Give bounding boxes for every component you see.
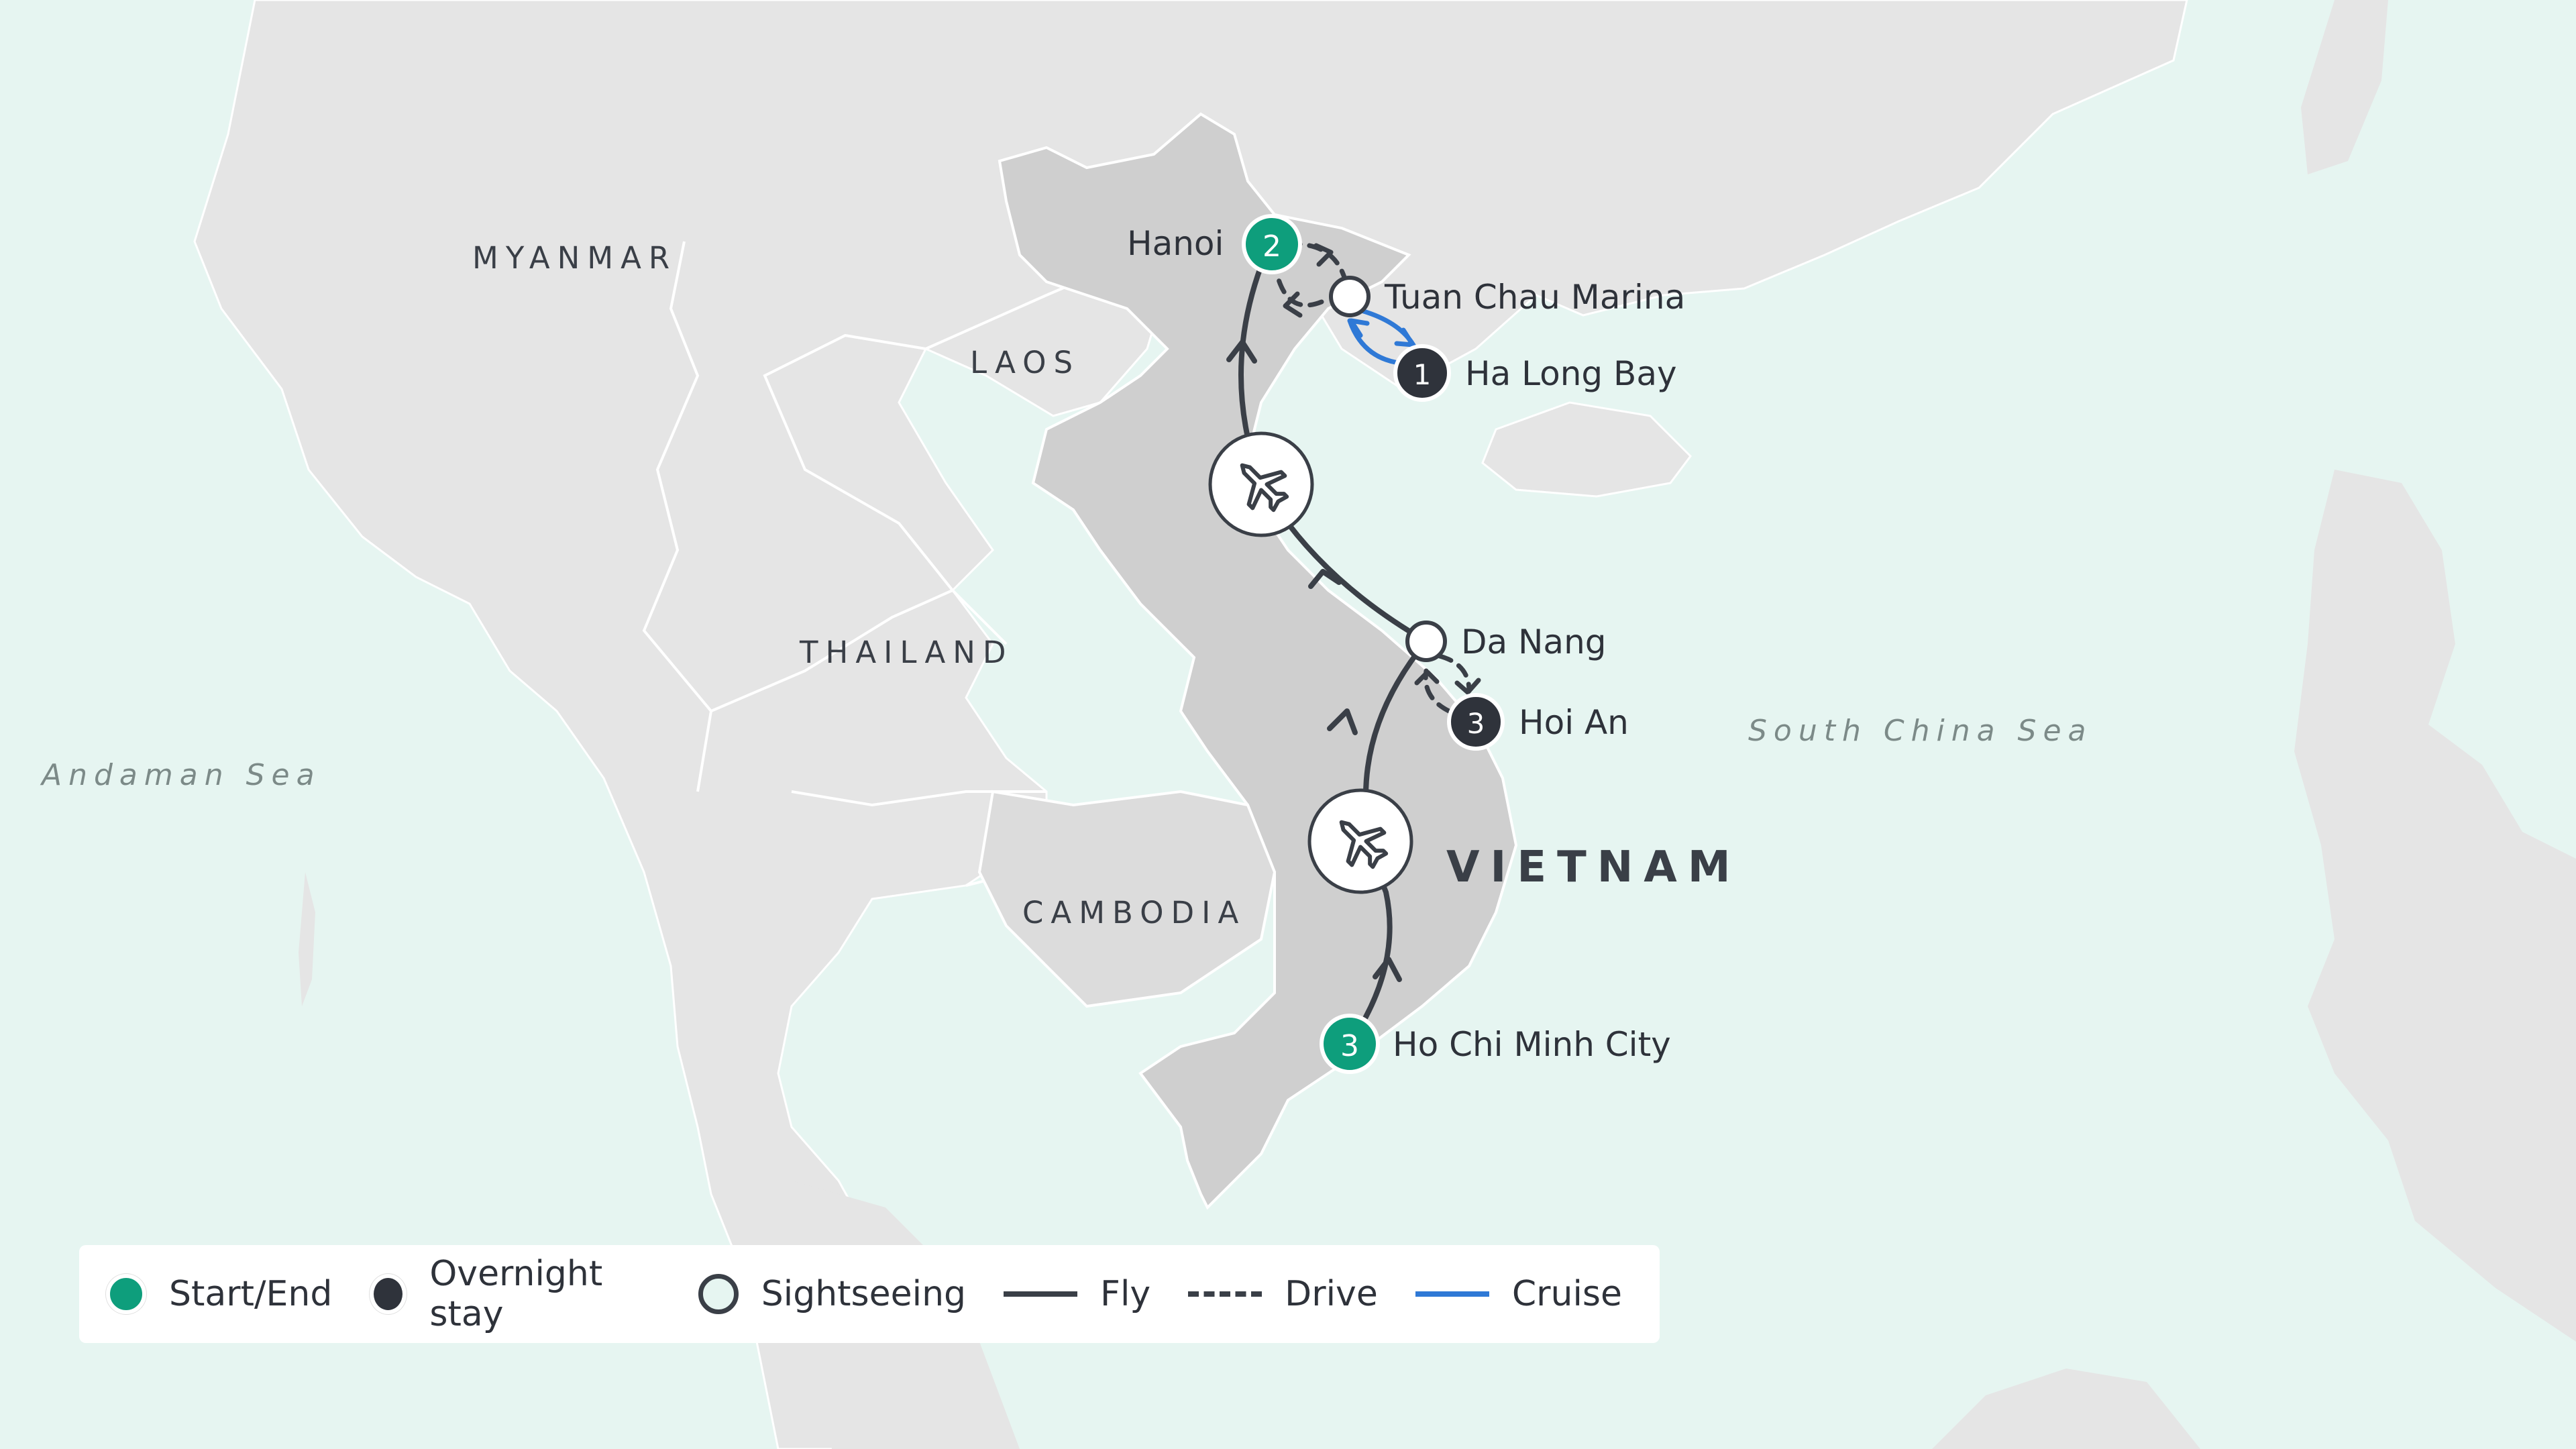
country-label-vietnam: VIETNAM: [1446, 843, 1741, 892]
land-cambodia: [977, 790, 1277, 1008]
arrow-chevron: [1454, 678, 1481, 695]
country-label-thailand: THAILAND: [799, 635, 1014, 670]
sea-label-south-china: South China Sea: [1748, 714, 2093, 748]
land-borneo: [1932, 1368, 2200, 1449]
place-label-da-nang: Da Nang: [1461, 623, 1607, 661]
airplane-badge-south: [1307, 788, 1413, 894]
cruise-line-icon: [1415, 1291, 1489, 1297]
airplane-icon: [1339, 820, 1389, 869]
stop-nights-hoi-an: 3: [1467, 707, 1485, 740]
stop-marker-ha-long[interactable]: 1: [1393, 344, 1451, 402]
stop-marker-hoi-an[interactable]: 3: [1447, 693, 1505, 751]
stop-marker-hcmc[interactable]: 3: [1320, 1014, 1380, 1074]
arrow-chevron: [1414, 669, 1440, 686]
arrow-chevron: [1327, 708, 1358, 735]
airplane-icon: [1240, 463, 1289, 513]
legend-label-start-end: Start/End: [169, 1274, 333, 1314]
place-label-hcmc: Ho Chi Minh City: [1393, 1025, 1671, 1064]
arrow-chevron: [1313, 243, 1334, 267]
legend-item-start-end: Start/End: [106, 1274, 332, 1314]
drive-route-arrows: [1283, 243, 1481, 695]
legend-item-cruise: Cruise: [1415, 1274, 1622, 1314]
airplane-badge-north: [1208, 431, 1314, 537]
country-label-laos: LAOS: [970, 345, 1080, 380]
arrow-chevron: [1283, 291, 1303, 318]
cruise-route-arrows: [1348, 318, 1415, 347]
drive-line-icon: [1188, 1291, 1263, 1297]
place-label-hanoi: Hanoi: [1127, 224, 1224, 263]
start-end-marker-icon: [106, 1274, 146, 1314]
stop-nights-ha-long: 1: [1413, 358, 1432, 391]
legend-item-drive: Drive: [1188, 1274, 1378, 1314]
map-legend: Start/End Overnight stay Sightseeing Fly…: [79, 1245, 1660, 1343]
place-label-hoi-an: Hoi An: [1519, 703, 1629, 742]
arrow-chevron: [1394, 327, 1415, 347]
cruise-route-back: [1347, 318, 1398, 365]
arrow-chevron: [1373, 957, 1402, 982]
drive-route-danang-hoian: [1437, 653, 1472, 694]
arrow-chevron: [1226, 339, 1257, 364]
country-label-myanmar: MYANMAR: [472, 240, 677, 276]
sea-label-andaman: Andaman Sea: [40, 758, 321, 792]
country-label-cambodia: CAMBODIA: [1022, 895, 1246, 930]
arrow-chevron: [1348, 318, 1370, 338]
overnight-marker-icon: [370, 1274, 407, 1314]
fly-line-icon: [1004, 1291, 1078, 1297]
stop-marker-tuan-chau[interactable]: [1329, 276, 1371, 317]
legend-item-fly: Fly: [1004, 1274, 1150, 1314]
place-label-tuan-chau: Tuan Chau Marina: [1384, 278, 1685, 317]
stop-nights-hanoi: 2: [1263, 229, 1281, 264]
land-andaman-islands: [299, 872, 315, 1006]
legend-item-sightseeing: Sightseeing: [698, 1274, 966, 1314]
legend-label-sightseeing: Sightseeing: [761, 1274, 967, 1314]
legend-label-cruise: Cruise: [1511, 1274, 1622, 1314]
sightseeing-marker-icon: [698, 1274, 739, 1314]
arrow-chevron: [1308, 569, 1342, 589]
stop-nights-hcmc: 3: [1340, 1029, 1359, 1063]
legend-label-overnight: Overnight stay: [429, 1254, 603, 1334]
legend-label-fly: Fly: [1100, 1274, 1151, 1314]
land-philippines: [2294, 470, 2576, 1342]
drive-route-tuanchau-hanoi: [1275, 272, 1324, 308]
land-hainan: [1481, 401, 1692, 498]
legend-label-drive: Drive: [1285, 1274, 1378, 1314]
legend-item-overnight: Overnight stay: [370, 1254, 660, 1334]
fly-route-arrows: [1226, 339, 1402, 982]
stop-marker-hanoi[interactable]: 2: [1242, 214, 1302, 274]
stop-marker-da-nang[interactable]: [1405, 621, 1447, 662]
place-label-ha-long: Ha Long Bay: [1465, 354, 1677, 393]
land-taiwan: [2301, 0, 2388, 174]
